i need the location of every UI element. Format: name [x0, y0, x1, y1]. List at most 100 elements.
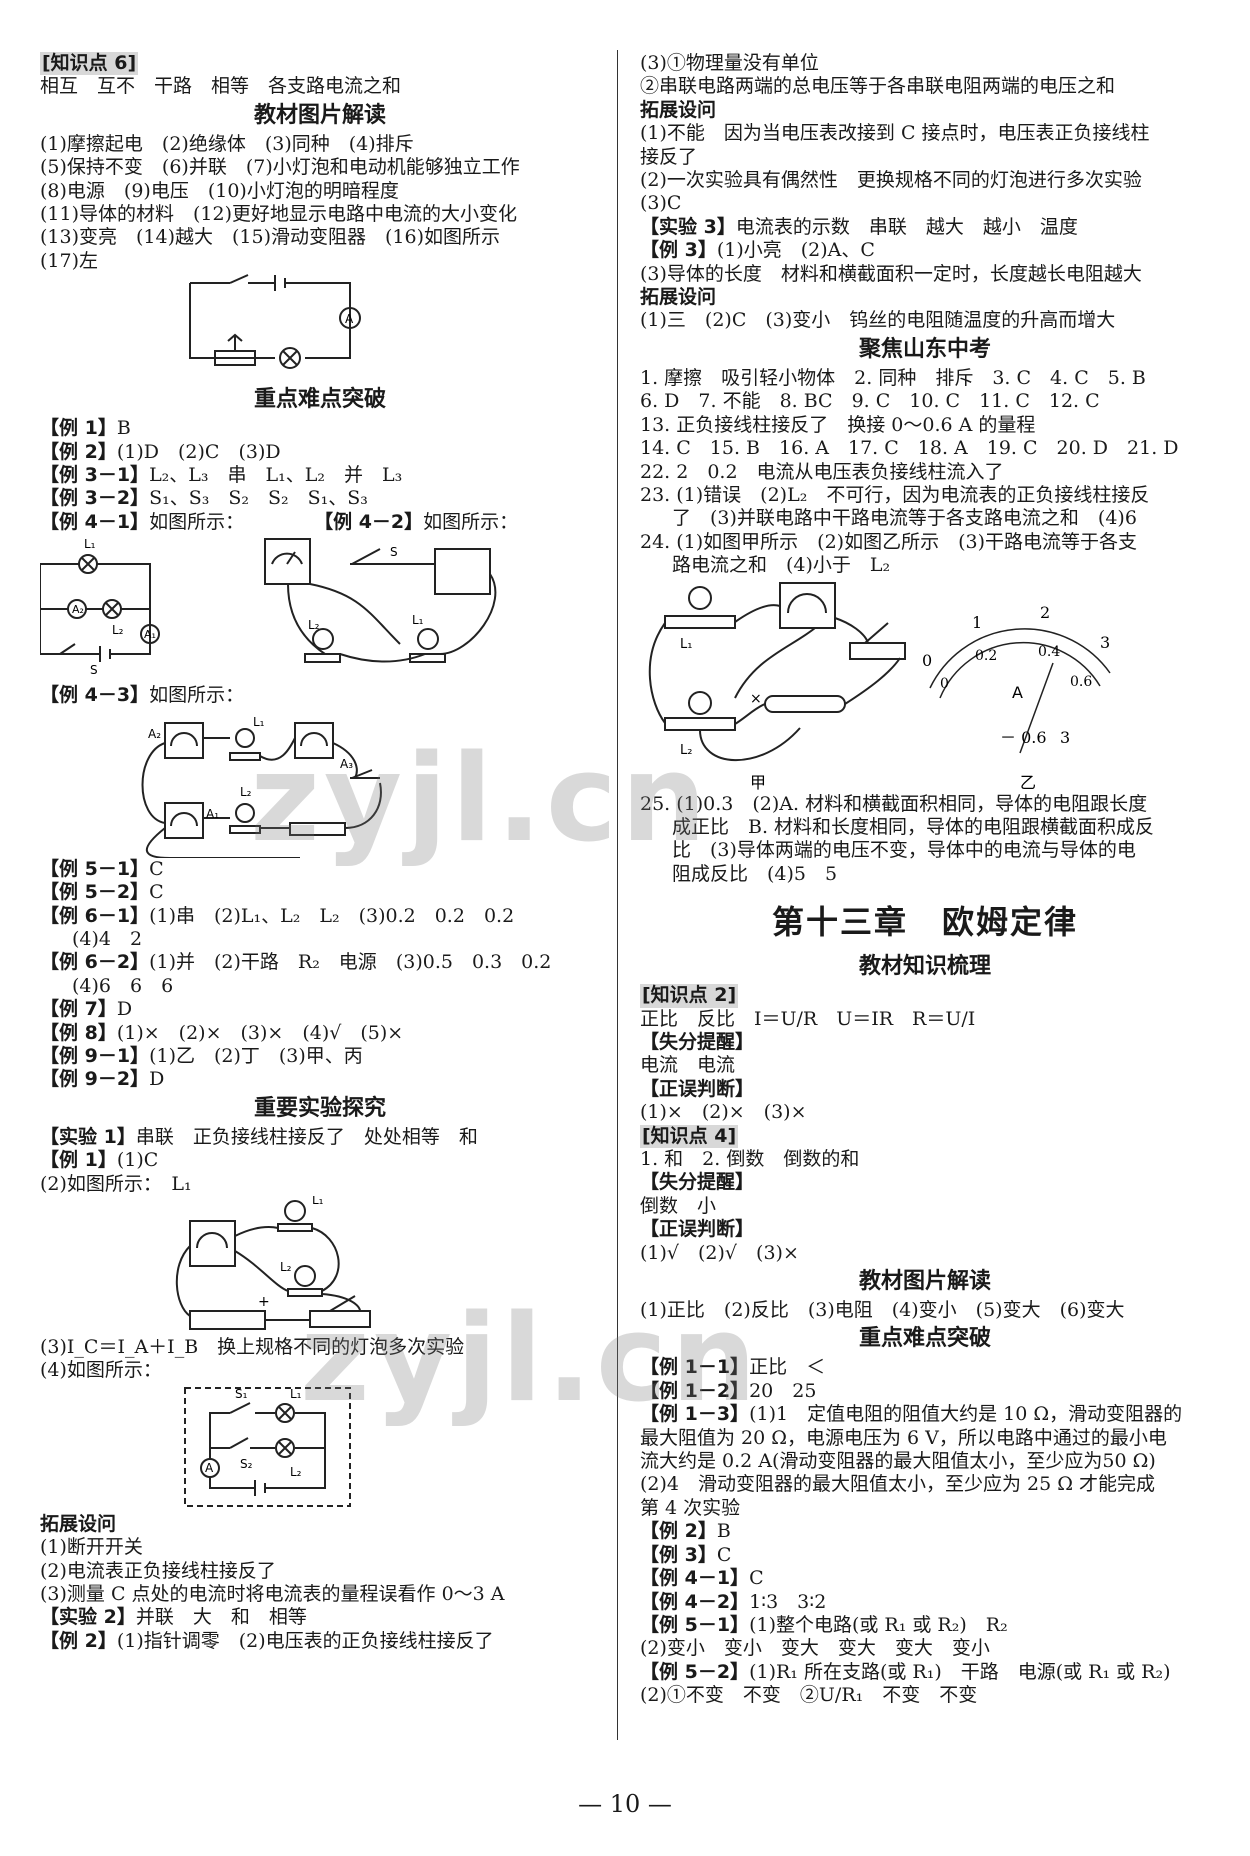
example-label: 【例 2】	[640, 1520, 717, 1543]
answer-line: 【例 3－2】S₁、S₃ S₂ S₂ S₁、S₃	[40, 487, 600, 510]
example-label: 【例 1－2】	[640, 1379, 750, 1402]
text-line: (3)测量 C 点处的电流时将电流表的量程误看作 0～3 A	[40, 1583, 505, 1605]
text-line: 比 (3)导体两端的电压不变，导体中的电流与导体的电	[672, 839, 1136, 862]
svg-text:A₁: A₁	[206, 807, 219, 821]
example-label: 【例 4－2】	[314, 510, 424, 533]
section-heading: 教材图片解读	[858, 1269, 991, 1295]
subsection-label: 拓展设问	[640, 98, 717, 121]
example-label: 【例 1－3】	[640, 1403, 750, 1426]
answer-line: 【例 4－1】C	[640, 1567, 1210, 1590]
example-label: 【例 2】	[40, 1629, 117, 1652]
svg-text:A₁: A₁	[144, 628, 156, 641]
section-heading: 聚焦山东中考	[858, 336, 991, 362]
text-line: (1)√ (2)√ (3)×	[640, 1241, 799, 1264]
text-line: (4)6 6 6	[72, 974, 174, 997]
answer-text: B	[116, 417, 131, 440]
svg-text:S₂: S₂	[240, 1457, 253, 1471]
text-line: 流大约是 0.2 A(滑动变阻器的最大阻值太小，至少应为50 Ω)	[640, 1450, 1156, 1473]
example-label: 【例 5－1】	[640, 1613, 750, 1636]
svg-text:A₂: A₂	[148, 727, 161, 741]
text-line: (17)左	[40, 249, 99, 272]
example-label: 【例 7】	[40, 998, 117, 1021]
text-line: 正比 反比 I＝U/R U＝IR R＝U/I	[640, 1007, 976, 1030]
answer-text: 并联 大 和 相等	[135, 1606, 307, 1629]
answer-line: 【例 7】D	[40, 998, 600, 1021]
example-label: 【例 1】	[40, 1149, 117, 1172]
answer-text: C	[149, 857, 164, 880]
text-line: (13)变亮 (14)越大 (15)滑动变阻器 (16)如图所示	[40, 226, 501, 249]
svg-text:A: A	[205, 1461, 214, 1475]
example-label: 【例 3－2】	[40, 487, 150, 510]
example-label: 【例 8】	[40, 1021, 117, 1044]
example-label: 【例 5－2】	[640, 1660, 750, 1683]
text-line: 23. (1)错误 (2)L₂ 不可行，因为电流表的正负接线柱接反	[640, 483, 1150, 506]
answer-text: B	[716, 1520, 731, 1543]
tag-label: [知识点 6]	[40, 52, 139, 76]
text-line: 相互 互不 干路 相等 各支路电流之和	[40, 75, 402, 98]
text-line: 倒数 小	[640, 1194, 717, 1217]
svg-text:S: S	[90, 663, 98, 677]
svg-text:L₂: L₂	[112, 623, 124, 637]
example-label: 【例 6－2】	[40, 951, 150, 974]
answer-line: 【例 6－2】(1)并 (2)干路 R₂ 电源 (3)0.5 0.3 0.2	[40, 951, 600, 974]
answer-line: 【例 5－2】C	[40, 881, 600, 904]
svg-text:L₁: L₁	[84, 537, 96, 551]
text-line: 22. 2 0.2 电流从电压表负接线柱流入了	[640, 460, 1004, 483]
answer-line: 【例 4－1】如图所示：【例 4－2】如图所示：	[40, 511, 600, 534]
text-line: 接反了	[640, 145, 698, 168]
text-line: 路电流之和 (4)小于 L₂	[672, 554, 891, 577]
text-line: ②串联电路两端的总电压等于各串联电阻两端的电压之和	[640, 75, 1116, 98]
knowledge-point-tag: [知识点 2]	[640, 984, 1210, 1008]
svg-text:3: 3	[1100, 633, 1110, 652]
section-heading: 重点难点突破	[858, 1326, 991, 1352]
answer-text: 1∶3 3∶2	[749, 1590, 827, 1613]
svg-text:L₂: L₂	[240, 785, 252, 799]
example-label: 【例 3】	[640, 1543, 717, 1566]
subsection-label: 【失分提醒】	[640, 1171, 755, 1194]
svg-text:0.4: 0.4	[1038, 644, 1060, 660]
text-line: 第 4 次实验	[640, 1496, 741, 1519]
text-line: (2)如图所示： L₁	[40, 1172, 192, 1195]
svg-text:0.2: 0.2	[975, 648, 997, 664]
answer-line: 【例 1】(1)C	[40, 1149, 600, 1172]
svg-text:3: 3	[1060, 728, 1070, 747]
answer-line: 【例 3】(1)小亮 (2)A、C	[640, 239, 1210, 262]
tag-label: [知识点 4]	[640, 1124, 739, 1148]
column-divider	[617, 50, 618, 1740]
text-line: (1)三 (2)C (3)变小 钨丝的电阻随温度的升高而增大	[640, 309, 1116, 332]
text-line: 25. (1)0.3 (2)A. 材料和横截面积相同，导体的电阻跟长度	[640, 792, 1148, 815]
answer-line: 【例 5－2】(1)R₁ 所在支路(或 R₁) 干路 电源(或 R₁ 或 R₂)	[640, 1661, 1210, 1684]
answer-text: L₂、L₃ 串 L₁、L₂ 并 L₃	[149, 464, 403, 487]
section-heading: 重点难点突破	[253, 387, 386, 413]
text-line: (1)× (2)× (3)×	[640, 1101, 807, 1124]
example-label: 【例 4－1】	[640, 1567, 750, 1590]
circuit-figure: A	[40, 273, 600, 383]
text-line: 24. (1)如图甲所示 (2)如图乙所示 (3)干路电流等于各支	[640, 530, 1137, 553]
svg-text:A: A	[1012, 683, 1023, 702]
text-line: (3)①物理量没有单位	[640, 52, 819, 74]
answer-line: 【实验 1】串联 正负接线柱接反了 处处相等 和	[40, 1126, 600, 1149]
answer-line: 【例 4－2】1∶3 3∶2	[640, 1591, 1210, 1614]
section-heading: 教材图片解读	[253, 102, 386, 128]
answer-text: (1)小亮 (2)A、C	[716, 239, 875, 262]
section-heading: 教材知识梳理	[858, 954, 991, 980]
text-line: (3)I_C＝I_A＋I_B 换上规格不同的灯泡多次实验	[40, 1335, 465, 1358]
subsection-label: 拓展设问	[640, 286, 717, 309]
example-label: 【例 3－1】	[40, 464, 150, 487]
svg-text:L₁: L₁	[680, 637, 692, 652]
svg-text:L₂: L₂	[290, 1465, 302, 1479]
answer-text: (1)1 定值电阻的阻值大约是 10 Ω，滑动变阻器的	[749, 1403, 1183, 1426]
answer-text: 正比 ＜	[749, 1356, 826, 1379]
answer-text: C	[716, 1543, 732, 1566]
text-line: 成正比 B. 材料和长度相同，导体的电阻跟横截面积成反	[672, 815, 1155, 838]
section-heading: 重要实验探究	[253, 1095, 386, 1121]
answer-line: 【例 6－1】(1)串 (2)L₁、L₂ L₂ (3)0.2 0.2 0.2	[40, 905, 600, 928]
example-label: 【例 5－2】	[40, 881, 150, 904]
svg-text:L₂: L₂	[280, 1260, 292, 1274]
chapter-title: 第十三章 欧姆定律	[771, 903, 1078, 942]
answer-text: 电流表的示数 串联 越大 越小 温度	[735, 215, 1078, 238]
example-label: 【实验 3】	[640, 215, 736, 238]
example-label: 【例 4－1】	[40, 510, 150, 533]
